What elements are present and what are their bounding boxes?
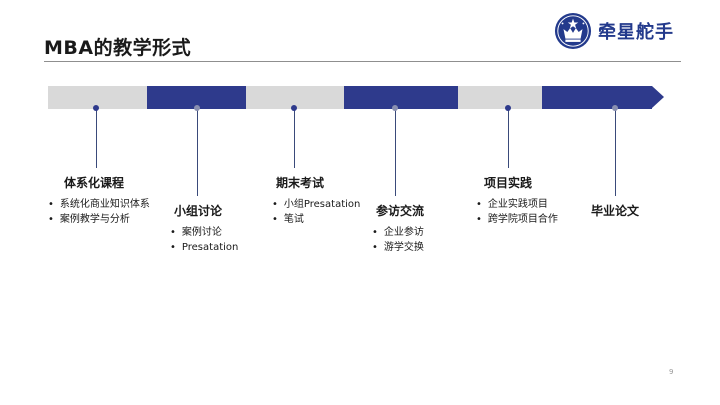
connector-line-3 [294,108,295,168]
bullet-item: 企业参访 [372,225,424,240]
timeline-dot-3 [291,105,297,111]
connector-line-6 [615,108,616,196]
timeline-dot-6 [612,105,618,111]
bullet-item: 案例教学与分析 [48,212,150,227]
stage-6: 毕业论文 [591,202,639,225]
stage-2: 小组讨论 案例讨论 Presatation [170,202,238,255]
brand-name: 牵星舵手 [598,22,674,43]
stage-5: 项目实践 企业实践项目 跨学院项目合作 [476,174,558,227]
stage-bullets: 系统化商业知识体系 案例教学与分析 [48,197,150,227]
timeline-segment-6 [542,86,652,109]
stage-bullets: 案例讨论 Presatation [170,225,238,255]
connector-line-4 [395,108,396,196]
bullet-item: 企业实践项目 [476,197,558,212]
stage-bullets: 企业实践项目 跨学院项目合作 [476,197,558,227]
bullet-item: 笔试 [272,212,360,227]
stage-title: 小组讨论 [174,204,223,218]
stage-title: 期末考试 [276,176,325,190]
timeline-arrow-tip [652,86,664,108]
stage-bullets: 企业参访 游学交换 [372,225,424,255]
stage-title: 体系化课程 [64,176,125,190]
timeline-segment-1 [48,86,147,109]
slide-title: MBA的教学形式 [44,37,192,59]
bullet-item: 小组Presatation [272,197,360,212]
stage-3: 期末考试 小组Presatation 笔试 [272,174,360,227]
stage-title: 毕业论文 [591,204,640,218]
title-underline [44,61,681,62]
timeline-dot-5 [505,105,511,111]
timeline-dot-2 [194,105,200,111]
bullet-item: 跨学院项目合作 [476,212,558,227]
connector-line-2 [197,108,198,196]
timeline-segment-2 [147,86,246,109]
bullet-item: 案例讨论 [170,225,238,240]
stage-4: 参访交流 企业参访 游学交换 [372,202,424,255]
timeline-dot-1 [93,105,99,111]
bullet-item: 游学交换 [372,240,424,255]
stage-title: 项目实践 [484,176,533,190]
brand-logo: 牵星舵手 [554,12,674,50]
bullet-item: 系统化商业知识体系 [48,197,150,212]
bullet-item: Presatation [170,240,238,255]
stage-bullets: 小组Presatation 笔试 [272,197,360,227]
timeline-segment-4 [344,86,458,109]
timeline-bar [48,86,668,109]
stage-title: 参访交流 [376,204,425,218]
timeline-dot-4 [392,105,398,111]
stage-1: 体系化课程 系统化商业知识体系 案例教学与分析 [48,174,150,227]
connector-line-1 [96,108,97,168]
timeline-segment-3 [246,86,344,109]
connector-line-5 [508,108,509,168]
crown-star-logo-icon [554,12,592,50]
timeline-segment-5 [458,86,542,109]
page-number: 9 [669,368,674,376]
